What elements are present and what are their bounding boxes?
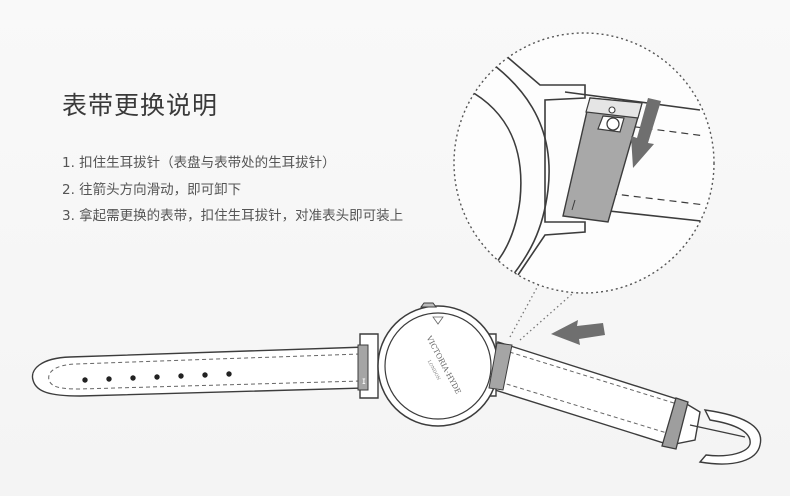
right-strap xyxy=(494,341,762,465)
step-3: 3. 拿起需更换的表带，扣住生耳拔针，对准表头即可装上 xyxy=(62,208,404,224)
twelve-marker xyxy=(432,316,444,325)
buckle-prong xyxy=(689,424,746,438)
right-spring-bar xyxy=(488,342,513,391)
watch-dial xyxy=(384,312,492,420)
instruction-list: 1. 扣住生耳拔针（表盘与表带处的生耳拔针） 2. 往箭头方向滑动，即可卸下 3… xyxy=(62,150,403,230)
spring-bar-detail xyxy=(562,97,643,223)
strap-holes xyxy=(82,371,232,383)
slide-left-arrow-icon xyxy=(551,320,605,345)
crown xyxy=(420,302,437,308)
strap-top-edge xyxy=(564,91,701,111)
left-spring-bar xyxy=(357,344,369,391)
step-2: 2. 往箭头方向滑动，即可卸下 xyxy=(62,181,242,198)
step-1: 1. 扣住生耳拔针（表盘与表带处的生耳拔针） xyxy=(62,155,336,171)
case-outer-edge xyxy=(454,39,550,286)
zoom-detail-circle xyxy=(453,32,715,294)
page-title: 表带更换说明 xyxy=(62,91,219,120)
zoom-connector-lines xyxy=(509,281,581,341)
strap-bottom-edge xyxy=(599,209,711,223)
watch-lug xyxy=(504,54,586,276)
watch: ɪ VICTORIA·HYDE LONDON xyxy=(31,302,762,465)
left-strap xyxy=(31,346,367,397)
slide-down-arrow-icon xyxy=(631,98,661,168)
strap-keeper xyxy=(661,397,689,450)
pin-mark-left: ɪ xyxy=(362,376,366,387)
buckle xyxy=(698,409,762,465)
